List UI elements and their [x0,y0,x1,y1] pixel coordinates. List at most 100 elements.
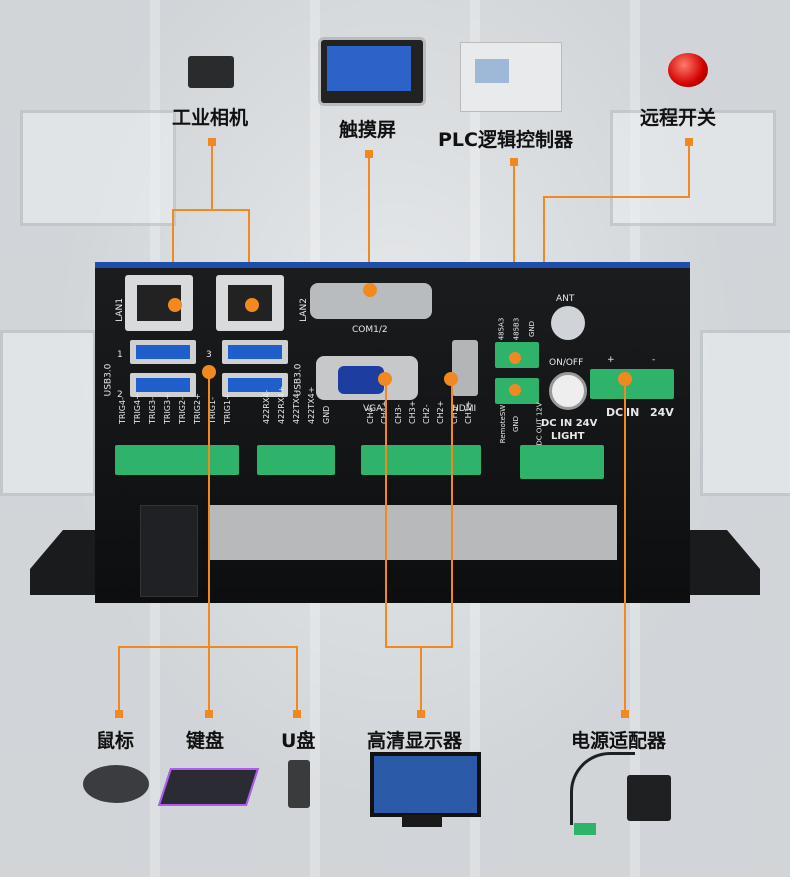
hdmi-port [452,340,478,396]
power-plug-image [574,823,596,835]
onoff-label: ON/OFF [549,358,584,368]
highlight-dot [363,283,377,297]
label-udisk: U盘 [281,730,316,752]
touchscreen-image [318,37,426,106]
highlight-dot [245,298,259,312]
connector-line [543,196,690,198]
pin-label: 422RX4- [262,389,271,424]
highlight-dot [509,352,521,364]
connector-line [368,158,370,284]
lan1-port [125,275,193,331]
monitor-stand [402,815,442,827]
plc-controller-image [460,42,562,112]
highlight-dot [509,384,521,396]
highlight-dot [618,372,632,386]
connector-dot [205,710,213,718]
connector-dot [417,710,425,718]
light-channel-terminal [361,445,481,475]
connector-line [172,209,250,211]
background-monitor [0,330,96,496]
dc-in-terminal [590,369,674,399]
com-label: COM1/2 [352,325,388,335]
light-label: LIGHT [551,431,585,442]
keyboard-image [157,768,260,806]
vga-port [316,356,418,400]
usb30-port [130,373,196,397]
connector-line [248,209,250,301]
connector-line [385,378,387,648]
24v-label: 24V [650,406,674,419]
connector-line [211,146,213,210]
connector-line [451,378,453,648]
power-cable-image [570,752,635,825]
gnd2-label: GND [512,415,521,433]
connector-line [118,646,298,648]
usb30-port [222,373,288,397]
pin-label: TRIG4+ [133,393,142,424]
pin-label: TRIG3+ [163,393,172,424]
light-terminal [520,445,604,479]
connector-dot [293,710,301,718]
power-adapter-image [627,775,671,821]
connector-line [172,209,174,301]
dc-label: DC [606,406,624,419]
connector-dot [208,138,216,146]
pin-label: CH3- [394,404,403,424]
lan1-label: LAN1 [114,298,125,322]
background-monitor [700,330,790,496]
label-plc: PLC逻辑控制器 [438,129,573,151]
485a-label: 485A3 [497,317,506,341]
connector-line [688,146,690,198]
connector-line [543,196,545,296]
pin-label: TRIG3- [148,397,157,424]
usb30-left-label: USB3.0 [103,363,114,397]
pin-label: 422TX4+ [307,386,316,424]
dc-in-24v-label: DC IN 24V [541,418,598,429]
pin-label: TRIG2- [178,397,187,424]
485b-label: 485B3 [512,317,521,341]
label-monitor: 高清显示器 [367,730,463,752]
label-industrial-camera: 工业相机 [172,107,249,129]
connector-line [296,646,298,712]
label-keyboard: 键盘 [186,730,225,752]
ant-label: ANT [556,294,575,304]
usb30-port [130,340,196,364]
remote-switch-image [668,53,708,87]
pin-label: CH2- [422,404,431,424]
label-mouse: 鼠标 [96,730,135,752]
connector-line [385,646,453,648]
pin-label: CH3+ [408,400,417,424]
dc-plus-label: + [607,355,615,365]
label-remote-switch: 远程开关 [640,107,717,129]
mouse-image [83,765,149,803]
antenna-port [551,306,585,340]
usb-number: 3 [206,350,212,360]
rs422-terminal [257,445,335,475]
pin-label: 422TX4- [292,390,301,424]
connector-line [118,646,120,712]
monitor-image [370,752,481,817]
power-button [549,372,587,410]
pin-label: 422RX4+ [277,385,286,424]
udisk-image [288,760,310,808]
usb-number: 1 [117,350,123,360]
background-monitor [610,110,776,226]
hdmi-label: HDMI [452,404,477,414]
rubber-cover [140,505,198,597]
label-power-adapter: 电源适配器 [571,730,667,752]
dc-minus-label: - [652,355,656,365]
connector-dot [510,158,518,166]
connector-line [208,372,210,712]
expansion-slot [210,505,617,560]
highlight-dot [168,298,182,312]
pin-label: TRIG2+ [193,393,202,424]
industrial-camera-image [188,56,234,88]
connector-line [420,646,422,712]
in-label: IN [626,406,640,419]
pin-label: GND [322,405,331,424]
pin-label: CH1+ [464,400,473,424]
pin-label: CH2+ [436,400,445,424]
pin-label: TRIG1+ [223,393,232,424]
gnd-label: GND [528,320,537,338]
lan2-label: LAN2 [298,298,309,322]
